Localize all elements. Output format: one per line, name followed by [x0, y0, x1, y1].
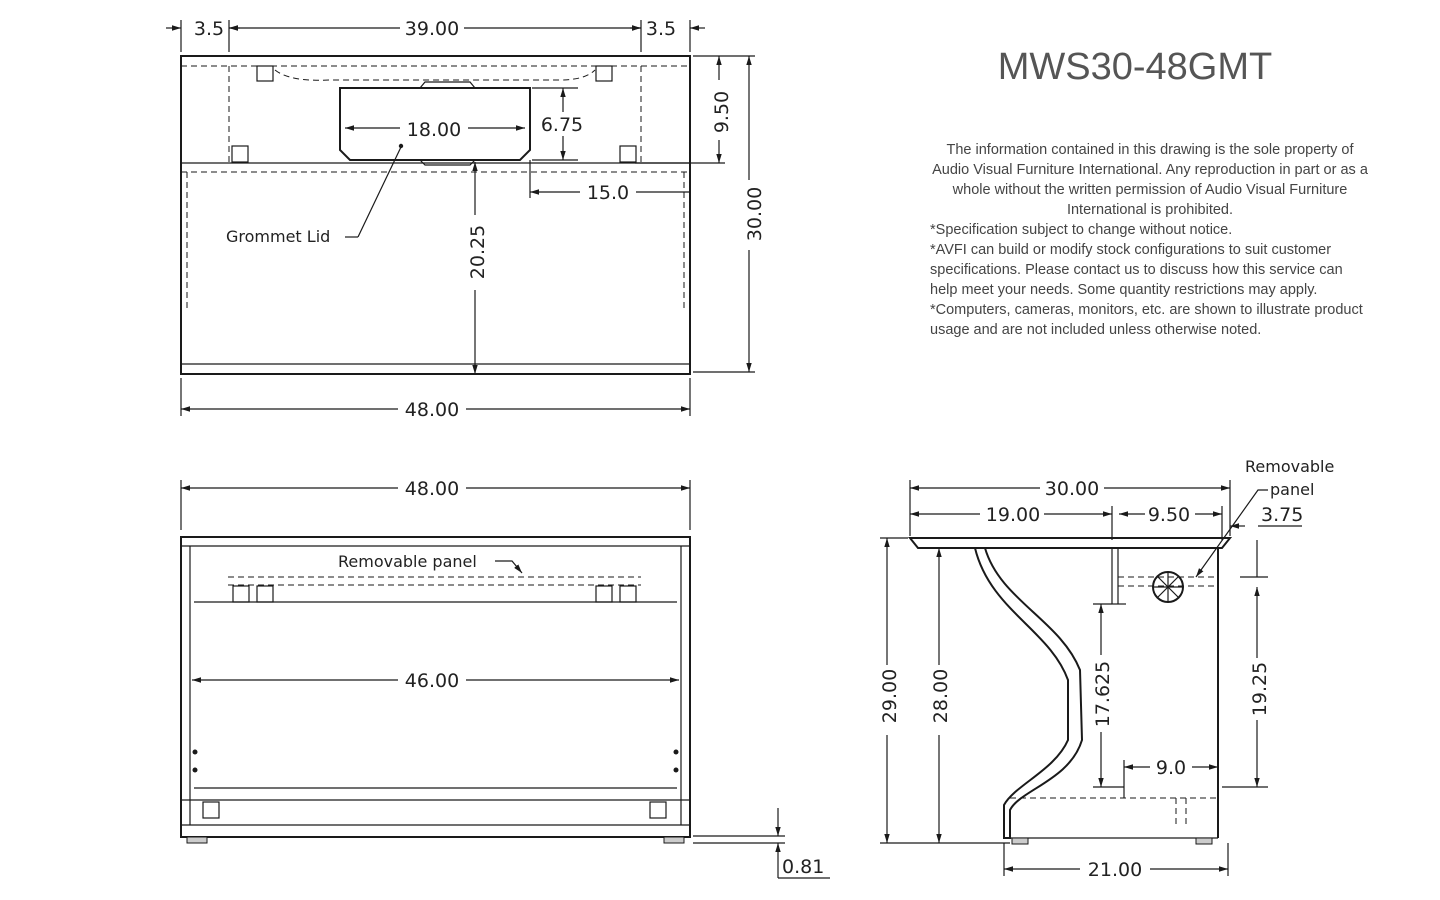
mount-bracket-icon — [231, 145, 249, 163]
notes-block: The information contained in this drawin… — [930, 140, 1370, 340]
mount-bracket-icon — [256, 585, 274, 603]
mount-bracket-icon — [595, 585, 613, 603]
mount-bracket-icon — [256, 65, 274, 82]
dim-front-to-leg: 19.00 — [986, 504, 1040, 526]
dim-inner-width: 39.00 — [405, 18, 459, 40]
dim-front-inner-width: 46.00 — [405, 670, 459, 692]
dim-grommet-offset: 15.0 — [587, 182, 629, 204]
mount-bracket-icon — [619, 145, 637, 163]
side-view: 30.00 19.00 9.50 3.75 — [879, 457, 1334, 881]
callout-panel: panel — [1270, 480, 1314, 499]
top-view: 3.5 39.00 3.5 30.00 9.50 18.00 6.75 15.0… — [166, 18, 766, 421]
dim-base-depth: 21.00 — [1088, 859, 1142, 881]
grommet-lid-shape — [339, 87, 531, 161]
desk-top — [907, 537, 1233, 549]
dim-rear-offset: 3.75 — [1261, 504, 1303, 526]
dim-side-total-depth: 30.00 — [1045, 478, 1099, 500]
dim-grommet-width: 18.00 — [407, 119, 461, 141]
dim-total-width: 48.00 — [405, 399, 459, 421]
note-line: *Specification subject to change without… — [930, 222, 1233, 238]
property-notice: The information contained in this drawin… — [932, 142, 1368, 218]
callout-removable-panel: Removable panel — [338, 552, 477, 571]
note-line: *AVFI can build or modify stock configur… — [930, 242, 1343, 298]
mount-bracket-icon — [232, 585, 250, 603]
callout-removable: Removable — [1245, 457, 1334, 476]
top-view-outline — [180, 55, 691, 375]
dim-total-depth: 30.00 — [744, 187, 766, 241]
cable-grommet-wheel-icon — [1152, 571, 1184, 603]
mount-bracket-icon — [619, 585, 637, 603]
leveler-icon — [649, 801, 667, 819]
leveler-icon — [202, 801, 220, 819]
dim-work-height: 28.00 — [930, 669, 952, 723]
dim-foot-depth: 9.0 — [1156, 757, 1186, 779]
dim-grommet-from-front: 20.25 — [467, 225, 489, 279]
dim-total-height: 29.00 — [879, 669, 901, 723]
dim-right-margin: 3.5 — [646, 18, 676, 40]
drawing-title: MWS30-48GMT — [997, 46, 1273, 88]
side-leg — [973, 547, 1084, 839]
dim-front-total-width: 48.00 — [405, 478, 459, 500]
dim-left-margin: 3.5 — [194, 18, 224, 40]
dim-depth-to-shelf: 9.50 — [711, 91, 733, 133]
mount-bracket-icon — [595, 65, 613, 82]
dim-knee-height: 17.625 — [1092, 661, 1114, 727]
callout-grommet-lid: Grommet Lid — [226, 227, 330, 246]
dim-rear-section: 9.50 — [1148, 504, 1190, 526]
dim-rear-height: 19.25 — [1249, 662, 1271, 716]
dim-grommet-depth: 6.75 — [541, 114, 583, 136]
note-line: *Computers, cameras, monitors, etc. are … — [930, 302, 1363, 338]
front-view: 48.00 Removable panel 46.00 0.81 — [180, 478, 830, 879]
dim-leveler: 0.81 — [782, 856, 824, 878]
front-view-outline — [180, 536, 691, 838]
